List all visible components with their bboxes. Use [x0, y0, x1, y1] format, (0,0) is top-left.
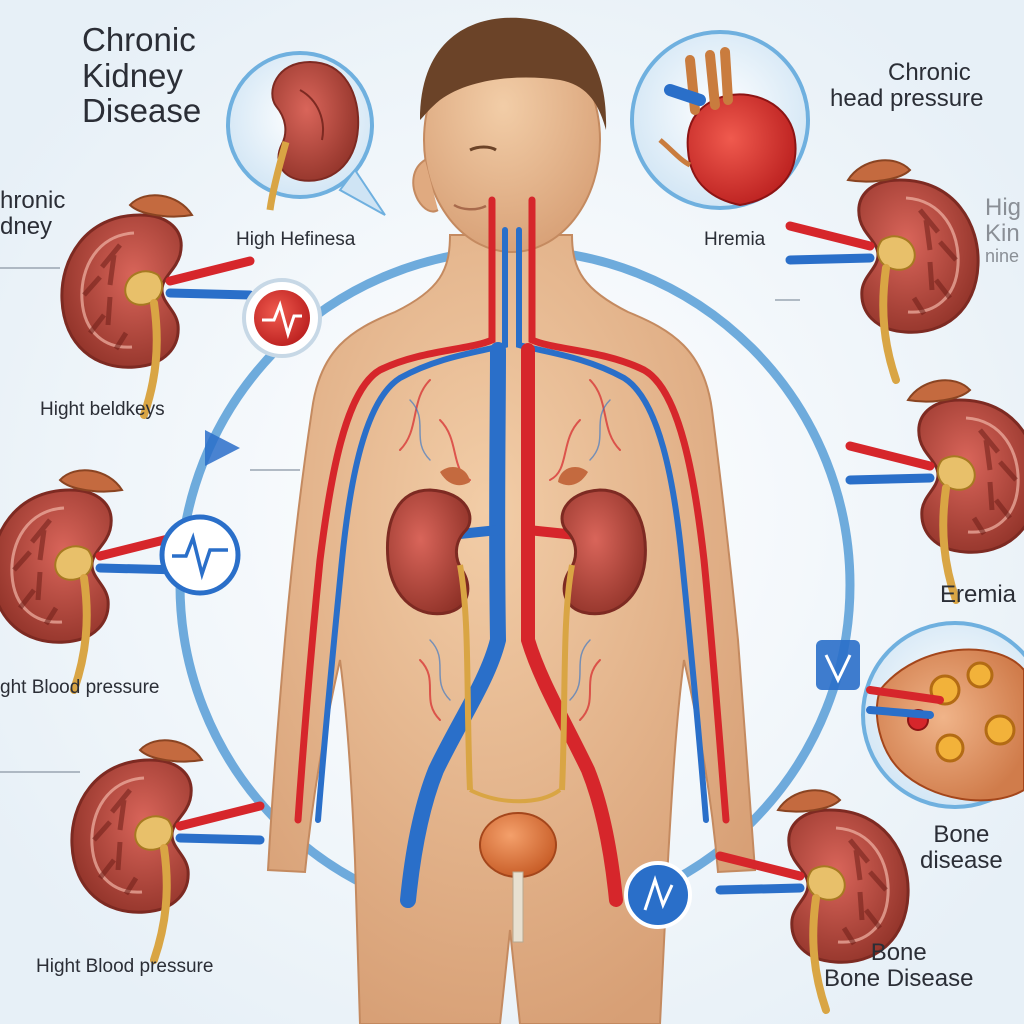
label-right-bone: Bone disease: [920, 821, 1003, 874]
label-left-kidney-3: Hight Blood pressure: [36, 956, 214, 977]
bladder: [469, 788, 562, 943]
flow-arrow-icon: [205, 430, 240, 466]
body-kidney-right: [558, 467, 647, 791]
label-right-partial: Hig Kin nine: [985, 194, 1022, 266]
label-left-kidney-2: ght Blood pressure: [0, 677, 160, 698]
label-top-right: Chronic head pressure: [830, 59, 984, 112]
blood-vessels: [294, 196, 730, 908]
title-line-1: Chronic: [82, 21, 196, 58]
title-line-2: Kidney: [82, 56, 183, 94]
label-bottom-right: Bone Bone Disease: [824, 939, 974, 992]
label-heart-callout: Hremia: [704, 229, 766, 250]
title-line-3: Disease: [82, 92, 202, 130]
human-figure: [266, 17, 757, 1024]
label-right-kidney-2: Eremia: [940, 581, 1017, 608]
ecg-pulse-icon: [159, 514, 241, 596]
kidney-closeup-bubble: [226, 51, 386, 216]
flow-arrow-icon: [816, 640, 860, 690]
body-kidney-left: [386, 467, 473, 791]
label-left-partial: hronic dney: [0, 187, 66, 240]
lab-analysis-icon: [624, 861, 692, 929]
label-top-left-callout: High Hefinesa: [236, 229, 356, 250]
heartbeat-icon: [242, 278, 322, 358]
label-left-kidney-1: Hight beldkeys: [40, 399, 165, 420]
heart-bubble: [630, 30, 810, 210]
bone-disease-bubble: [861, 621, 1024, 809]
page-title: Chronic Kidney Disease: [82, 22, 201, 129]
